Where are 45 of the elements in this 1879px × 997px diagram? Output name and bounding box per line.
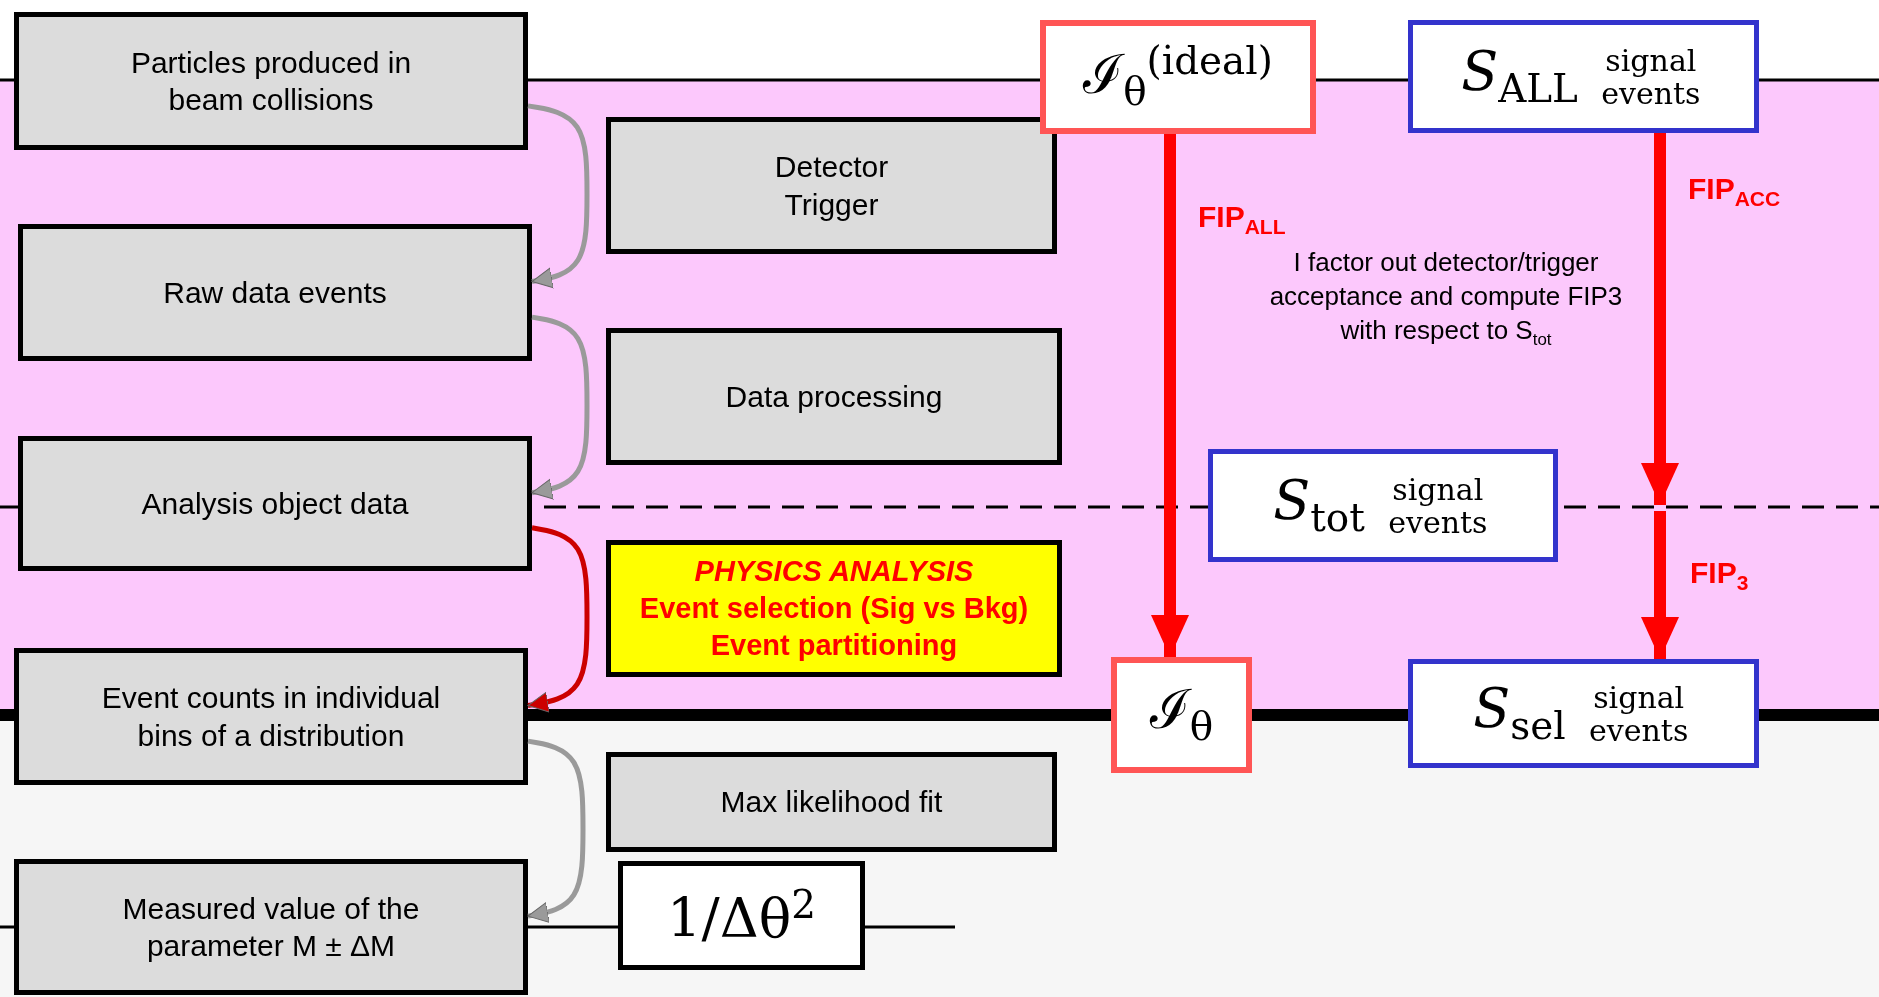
stage-label: Raw data events [163, 274, 387, 311]
process-box [606, 117, 1057, 254]
process-box [606, 752, 1057, 852]
stage-label: Analysis object data [141, 485, 409, 522]
stage-box [18, 224, 532, 361]
formula-box [618, 861, 865, 970]
note-text: I factor out detector/trigger acceptance and compute FIP3 with respect to S$_{tot}$ [1268, 246, 1624, 351]
formula: ℐ$_{θ}$ [1149, 683, 1214, 747]
stage-box [14, 859, 528, 995]
process-label: Max likelihood fit [720, 784, 943, 821]
formula: S$_{tot}$ [1273, 473, 1365, 538]
analysis-label: Event selection (Sig vs Bkg) [639, 591, 1029, 627]
formula-note: signal events [1588, 680, 1690, 747]
stage-box [14, 648, 528, 785]
analysis-box [606, 540, 1062, 677]
stage-label: Event counts in individual bins of a distribution [100, 680, 442, 754]
formula-box [1408, 20, 1759, 133]
formula-note: signal events [1600, 43, 1702, 110]
arrow [1641, 511, 1679, 659]
edge-label: FIP$_{ALL}$ [1198, 200, 1286, 239]
formula-note: signal events [1387, 472, 1489, 539]
formula-box [1208, 449, 1558, 562]
formula: S$_{ALL}$ [1461, 44, 1578, 109]
stage-label: Particles produced in beam collisions [129, 44, 413, 118]
arrow [527, 103, 590, 289]
process-label: Data processing [725, 378, 943, 415]
stage-box [14, 12, 528, 150]
analysis-label: Event partitioning [710, 627, 958, 663]
arrow [1151, 134, 1189, 657]
process-label: Detector Trigger [773, 149, 890, 223]
stage-label: Measured value of the parameter M ± ΔM [121, 890, 421, 964]
arrow [527, 738, 586, 923]
formula-box [1111, 657, 1252, 773]
process-box [606, 328, 1062, 465]
arrow [531, 314, 590, 500]
formula: 1/Δθ$^{2}$ [667, 885, 816, 946]
arrow [1641, 133, 1679, 505]
arrow [527, 525, 590, 713]
formula: S$_{sel}$ [1473, 681, 1566, 746]
formula-box [1040, 20, 1316, 134]
edge-label: FIP$_{3}$ [1690, 556, 1749, 595]
stage-box [18, 436, 532, 571]
formula-box [1408, 659, 1759, 768]
edge-label: FIP$_{ACC}$ [1688, 172, 1781, 211]
analysis-label: PHYSICS ANALYSIS [694, 554, 974, 590]
